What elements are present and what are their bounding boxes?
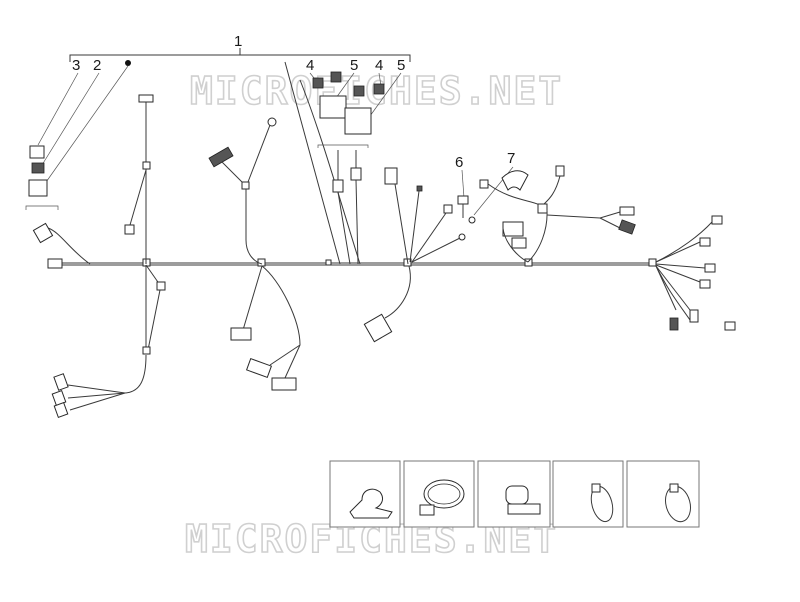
connector bbox=[350, 167, 362, 181]
connector bbox=[443, 204, 453, 214]
terminal bbox=[724, 321, 736, 331]
junction bbox=[241, 181, 250, 190]
callout-3: 3 bbox=[72, 57, 80, 74]
junction bbox=[524, 258, 533, 267]
callout-2: 2 bbox=[93, 57, 101, 74]
bracket-item-1 bbox=[69, 48, 411, 62]
connector bbox=[618, 219, 636, 235]
ring-terminal bbox=[458, 233, 466, 241]
callout-7: 7 bbox=[507, 150, 515, 167]
bolt-6 bbox=[457, 195, 469, 205]
junction bbox=[648, 258, 657, 267]
connector-small bbox=[416, 185, 423, 192]
branch-vertical-2 bbox=[208, 117, 301, 391]
terminal bbox=[699, 279, 711, 289]
light-connector bbox=[53, 402, 69, 418]
callout-4b: 4 bbox=[375, 57, 383, 74]
ring-terminal bbox=[267, 117, 277, 127]
rubber-boot bbox=[501, 170, 529, 191]
terminal bbox=[689, 309, 699, 323]
connector bbox=[511, 237, 527, 249]
connector bbox=[245, 357, 273, 379]
connector bbox=[502, 221, 524, 237]
light-connector bbox=[53, 373, 69, 391]
center-connectors bbox=[363, 167, 476, 343]
bullet-dot bbox=[125, 60, 131, 66]
connector bbox=[619, 206, 635, 216]
washer-7 bbox=[468, 216, 476, 224]
connector bbox=[124, 224, 135, 235]
callout-6: 6 bbox=[455, 154, 463, 171]
cable-tie-12-head bbox=[669, 483, 679, 493]
junction bbox=[142, 161, 151, 170]
fuses bbox=[312, 71, 385, 135]
clip-10-base bbox=[507, 503, 541, 515]
callout-1: 1 bbox=[234, 33, 242, 50]
connector bbox=[230, 327, 252, 341]
trunk-end-connector bbox=[47, 258, 63, 269]
relay-part-2 bbox=[31, 162, 45, 174]
junction bbox=[142, 346, 151, 355]
relay-part-3 bbox=[29, 145, 45, 159]
fuse-holder bbox=[344, 107, 372, 135]
callout-4a: 4 bbox=[306, 57, 314, 74]
fuse-branch bbox=[284, 61, 369, 266]
clamp-9-tab bbox=[419, 504, 435, 516]
fuse-5 bbox=[353, 85, 365, 97]
fuse-5 bbox=[330, 71, 342, 83]
clip-8-icon bbox=[349, 488, 393, 519]
main-trunk bbox=[47, 258, 657, 269]
fuse-4 bbox=[312, 77, 324, 89]
connector-large bbox=[363, 313, 393, 343]
connector bbox=[156, 281, 166, 291]
junction-small bbox=[325, 259, 332, 266]
relay-connector bbox=[32, 222, 54, 244]
connector-top bbox=[138, 94, 154, 103]
left-relay-branch bbox=[25, 145, 91, 265]
connector bbox=[384, 167, 398, 185]
junction bbox=[537, 203, 548, 214]
fuse-4 bbox=[373, 83, 385, 95]
right-fanout bbox=[655, 215, 736, 331]
right-center-cluster bbox=[479, 165, 636, 263]
terminal bbox=[711, 215, 723, 225]
part-box-11 bbox=[552, 460, 624, 528]
connector-multi bbox=[208, 146, 234, 168]
relay-part-dot bbox=[28, 179, 48, 197]
connector bbox=[479, 179, 489, 189]
fuse-holder bbox=[319, 95, 347, 119]
callout-5a: 5 bbox=[350, 57, 358, 74]
callout-5b: 5 bbox=[397, 57, 405, 74]
connector bbox=[271, 377, 297, 391]
terminal bbox=[699, 237, 711, 247]
clip-10-icon bbox=[505, 485, 529, 505]
connector bbox=[332, 179, 344, 193]
branch-vertical-1 bbox=[51, 94, 166, 418]
connector bbox=[555, 165, 565, 177]
cable-tie-11-head bbox=[591, 483, 601, 493]
terminal bbox=[704, 263, 716, 273]
terminal bbox=[669, 317, 679, 331]
parts-boxes bbox=[329, 460, 700, 528]
